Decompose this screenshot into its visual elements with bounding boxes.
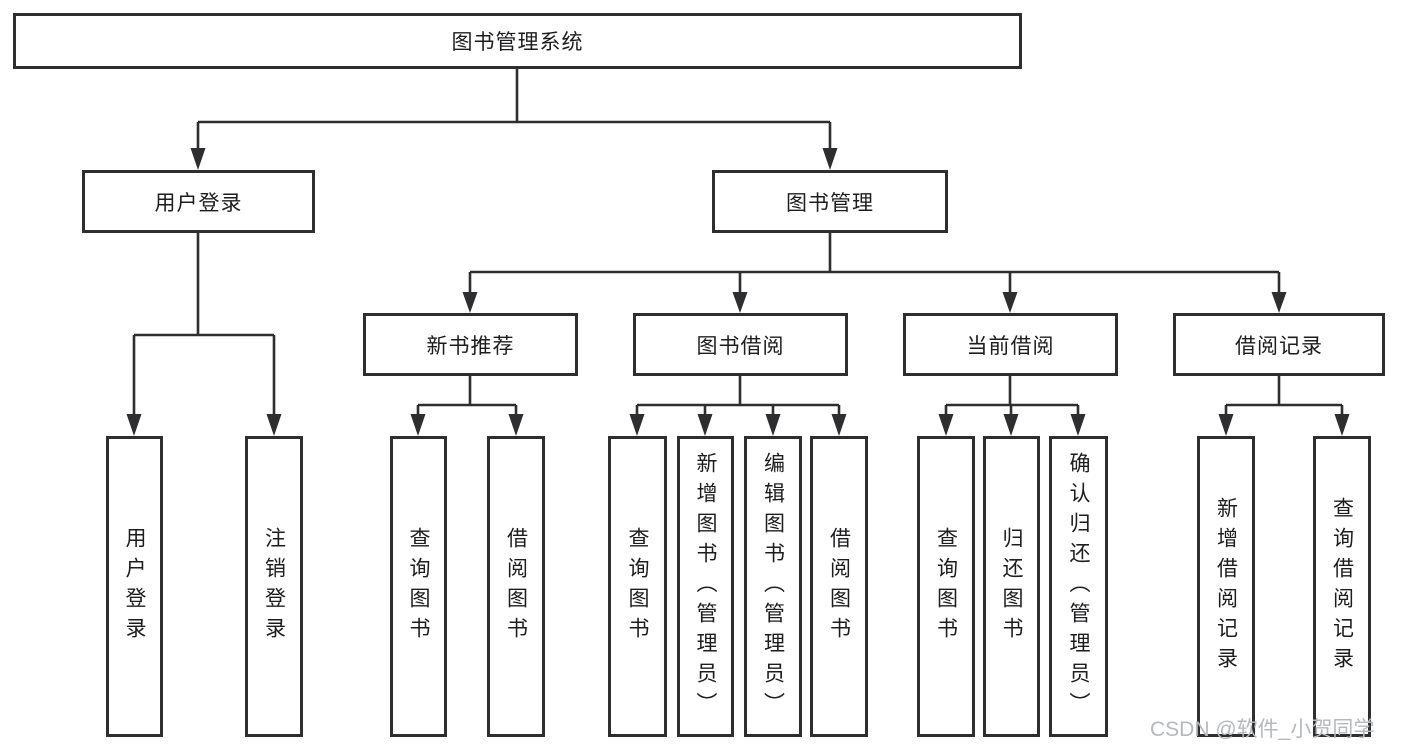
leaf-current-confirm-return-admin-label: 确认归还（管理员）	[1067, 451, 1090, 722]
leaf-current-query-books-label: 查询图书	[934, 526, 958, 647]
leaf-user-login: 用户登录	[106, 436, 163, 737]
node-user-login: 用户登录	[82, 170, 315, 233]
leaf-borrowing-edit-books-admin: 编辑图书（管理员）	[744, 436, 802, 737]
leaf-current-return-books: 归还图书	[983, 436, 1040, 737]
leaf-recommend-borrow-books: 借阅图书	[487, 436, 545, 737]
leaf-borrowing-add-books-admin-label: 新增图书（管理员）	[694, 451, 717, 722]
leaf-current-query-books: 查询图书	[917, 436, 975, 737]
node-user-login-label: 用户登录	[154, 191, 243, 215]
leaf-records-add-borrow-record: 新增借阅记录	[1197, 436, 1255, 737]
node-book-borrowing-label: 图书借阅	[696, 334, 785, 358]
leaf-recommend-query-books: 查询图书	[390, 436, 447, 737]
node-new-book-recommendation-label: 新书推荐	[426, 334, 515, 358]
root-node-label: 图书管理系统	[451, 31, 584, 54]
leaf-recommend-borrow-books-label: 借阅图书	[504, 526, 528, 647]
node-current-borrowing: 当前借阅	[903, 313, 1118, 376]
leaf-recommend-query-books-label: 查询图书	[407, 526, 430, 647]
node-borrowing-records-label: 借阅记录	[1235, 334, 1323, 358]
leaf-records-query-borrow-record: 查询借阅记录	[1313, 436, 1371, 737]
leaf-current-confirm-return-admin: 确认归还（管理员）	[1049, 436, 1108, 737]
leaf-borrowing-query-books: 查询图书	[608, 436, 667, 737]
node-borrowing-records: 借阅记录	[1173, 313, 1385, 376]
leaf-logout-label: 注销登录	[262, 526, 286, 647]
node-book-management-label: 图书管理	[786, 191, 874, 215]
leaf-borrowing-borrow-books-label: 借阅图书	[827, 526, 851, 647]
leaf-current-return-books-label: 归还图书	[1000, 526, 1023, 647]
node-book-management: 图书管理	[712, 170, 948, 233]
leaf-user-login-label: 用户登录	[123, 526, 146, 647]
node-current-borrowing-label: 当前借阅	[966, 334, 1055, 358]
leaf-borrowing-add-books-admin: 新增图书（管理员）	[677, 436, 734, 737]
node-new-book-recommendation: 新书推荐	[363, 313, 578, 376]
leaf-records-add-borrow-record-label: 新增借阅记录	[1214, 496, 1238, 677]
leaf-borrowing-edit-books-admin-label: 编辑图书（管理员）	[761, 451, 785, 722]
root-node-library-management-system: 图书管理系统	[13, 13, 1022, 69]
leaf-borrowing-borrow-books: 借阅图书	[810, 436, 868, 737]
leaf-records-query-borrow-record-label: 查询借阅记录	[1330, 496, 1354, 677]
csdn-watermark: CSDN @软件_小贺同学	[1150, 718, 1375, 741]
node-book-borrowing: 图书借阅	[633, 313, 848, 376]
leaf-borrowing-query-books-label: 查询图书	[626, 526, 649, 647]
leaf-logout: 注销登录	[245, 436, 303, 737]
